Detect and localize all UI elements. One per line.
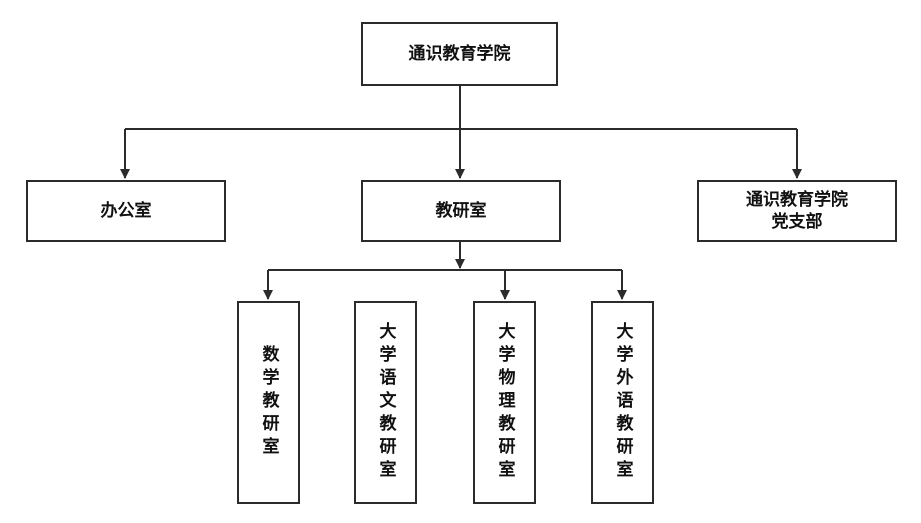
math-dept-node: 数学教研室 — [237, 301, 300, 504]
foreign-dept-label: 大学外语教研室 — [612, 322, 633, 483]
chinese-dept-label: 大学语文教研室 — [375, 322, 396, 483]
party-label-line2: 党支部 — [771, 212, 823, 232]
research-label: 教研室 — [435, 200, 487, 221]
party-label-line1: 通识教育学院 — [746, 189, 848, 210]
office-label: 办公室 — [100, 200, 152, 221]
party-branch-node: 通识教育学院 党支部 — [697, 180, 897, 242]
physics-dept-node: 大学物理教研室 — [473, 301, 536, 504]
foreign-dept-node: 大学外语教研室 — [591, 301, 654, 504]
root-label: 通识教育学院 — [408, 43, 511, 64]
chinese-dept-node: 大学语文教研室 — [354, 301, 417, 504]
physics-dept-label: 大学物理教研室 — [494, 322, 515, 483]
office-node: 办公室 — [26, 180, 226, 242]
research-node: 教研室 — [361, 180, 561, 242]
math-dept-label: 数学教研室 — [258, 345, 279, 460]
root-node: 通识教育学院 — [361, 22, 558, 86]
